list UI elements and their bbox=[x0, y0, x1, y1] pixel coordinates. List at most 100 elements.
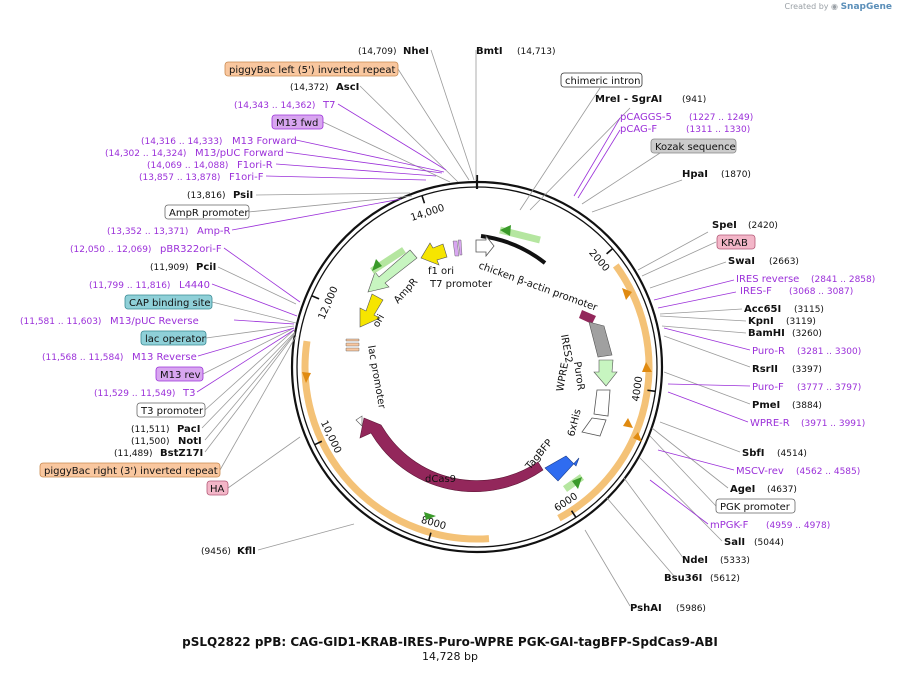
box-chimeric-intron-label: chimeric intron bbox=[565, 76, 640, 87]
feature-puror bbox=[593, 359, 618, 387]
enzyme-sali-position: (5044) bbox=[754, 538, 784, 548]
primer-t7: T7 bbox=[322, 100, 335, 111]
leader-piggybac-right bbox=[219, 335, 297, 471]
primer-m13puc-forward-position: (14,302 .. 14,324) bbox=[105, 149, 186, 159]
enzyme-noti-position: (11,500) bbox=[131, 437, 170, 447]
primer-pcaggs-5: pCAGGS-5 bbox=[620, 112, 672, 123]
leader-ndei bbox=[623, 477, 685, 560]
primer-m13-reverse: M13 Reverse bbox=[132, 352, 197, 363]
leader-bamhi bbox=[661, 325, 747, 334]
primer-pcag-f: pCAG-F bbox=[620, 124, 657, 135]
leader-mrei bbox=[529, 107, 631, 211]
leader-psii bbox=[255, 192, 411, 196]
primer-l4440: L4440 bbox=[179, 280, 210, 291]
primer-puro-f: Puro-F bbox=[752, 382, 784, 393]
primer-mpgk-f: mPGK-F bbox=[710, 520, 749, 531]
leader-primer-m13pucfwd bbox=[285, 151, 443, 174]
enzyme-rsrii-position: (3397) bbox=[792, 365, 822, 375]
green-upper-left-arrowhead-icon bbox=[372, 259, 382, 271]
box-t3-promoter-label: T3 promoter bbox=[140, 406, 204, 417]
leader-sbfi bbox=[659, 421, 741, 453]
leader-bstz17i bbox=[204, 333, 296, 453]
green-top-arrowhead-icon bbox=[500, 225, 511, 236]
leader-swai bbox=[649, 261, 727, 289]
leader-nhei bbox=[430, 49, 475, 181]
primer-pbr322ori-f: pBR322ori-F bbox=[160, 244, 222, 255]
enzyme-bamhi: BamHI bbox=[748, 328, 785, 339]
leader-pshai bbox=[584, 529, 631, 607]
primer-t7-position: (14,343 .. 14,362) bbox=[234, 101, 315, 111]
leader-primer-f1orif bbox=[265, 175, 427, 181]
leader-primer-pbr322 bbox=[223, 247, 301, 303]
primer-puro-r-position: (3281 .. 3300) bbox=[797, 347, 861, 357]
primer-wpre-r-position: (3971 .. 3991) bbox=[801, 419, 865, 429]
leader-primer-ampr bbox=[231, 198, 402, 231]
box-piggybac-left-label: piggyBac left (5') inverted repeat bbox=[229, 65, 395, 76]
leader-paci bbox=[201, 331, 296, 429]
leader-primer-mpgkf bbox=[649, 479, 709, 525]
enzyme-bmti: BmtI bbox=[476, 46, 503, 57]
enzyme-mrei-sgrai: MreI - SgrAI bbox=[595, 94, 662, 105]
brand-name: SnapGene bbox=[840, 2, 892, 12]
leader-ha bbox=[227, 436, 301, 489]
primer-pbr322ori-f-position: (12,050 .. 12,069) bbox=[70, 245, 151, 255]
tick-mark bbox=[570, 510, 577, 518]
primer-puro-r: Puro-R bbox=[752, 346, 785, 357]
feature-6xhis bbox=[581, 417, 607, 437]
feature-krab-marker bbox=[579, 310, 596, 324]
primer-leader-lines bbox=[196, 103, 751, 525]
green-bottom-arrowhead-icon bbox=[572, 477, 582, 489]
leader-cap bbox=[211, 301, 297, 324]
enzyme-rsrii: RsrII bbox=[752, 364, 778, 375]
leader-rsrii bbox=[663, 335, 751, 368]
enzyme-bamhi-position: (3260) bbox=[792, 329, 822, 339]
box-piggybac-left bbox=[224, 61, 399, 77]
leader-primer-iresrev bbox=[653, 279, 735, 301]
enzyme-pmei-position: (3884) bbox=[792, 401, 822, 411]
tick-label: 12,000 bbox=[317, 285, 341, 321]
snapgene-branding: Created by ◉ SnapGene bbox=[784, 2, 892, 12]
leader-ampr-prom bbox=[247, 195, 413, 213]
enzyme-noti: NotI bbox=[178, 436, 202, 447]
box-pgk-promoter-label: PGK promoter bbox=[720, 502, 791, 513]
label-t7-promoter: T7 promoter bbox=[429, 279, 493, 290]
leader-primer-m13rev bbox=[197, 327, 295, 357]
enzyme-kpni: KpnI bbox=[748, 316, 774, 327]
primer-amp-r-position: (13,352 .. 13,371) bbox=[107, 227, 188, 237]
tick-mark bbox=[421, 195, 426, 204]
orange-band-left bbox=[301, 340, 490, 543]
leader-primer-m13pucrev bbox=[233, 319, 295, 325]
leader-primer-mscvrev bbox=[657, 449, 735, 471]
label-6xhis: 6xHis bbox=[566, 408, 583, 438]
box-krab-label: KRAB bbox=[721, 238, 748, 249]
leader-hpai bbox=[591, 179, 683, 213]
enzyme-psii: PsiI bbox=[233, 190, 253, 201]
primer-wpre-r: WPRE-R bbox=[750, 418, 790, 429]
band-arrows bbox=[302, 288, 652, 520]
enzyme-sbfi-position: (4514) bbox=[777, 449, 807, 459]
leader-primer-iresf bbox=[657, 291, 737, 309]
label-puror: PuroR bbox=[571, 361, 586, 391]
leader-m13fwd bbox=[322, 121, 451, 183]
primer-f1ori-r: F1ori-R bbox=[237, 160, 273, 171]
leader-pcii bbox=[217, 266, 297, 305]
primer-ires-f-position: (3068 .. 3087) bbox=[789, 287, 853, 297]
leader-primer-wprer bbox=[667, 391, 749, 423]
enzyme-asci: AscI bbox=[336, 82, 359, 93]
feature-arcs bbox=[301, 263, 653, 543]
enzyme-spei: SpeI bbox=[712, 220, 737, 231]
leader-t3prom bbox=[204, 329, 295, 411]
primer-m13puc-forward: M13/pUC Forward bbox=[195, 148, 284, 159]
primer-f1ori-r-position: (14,069 .. 14,088) bbox=[147, 161, 228, 171]
enzyme-asci-position: (14,372) bbox=[290, 83, 329, 93]
leader-piggybac-left bbox=[397, 68, 470, 181]
enzyme-nhei-position: (14,709) bbox=[358, 47, 397, 57]
box-pgk-promoter bbox=[715, 498, 796, 514]
leader-asci bbox=[359, 85, 459, 183]
enzyme-agei-position: (4637) bbox=[767, 485, 797, 495]
box-m13rev bbox=[155, 366, 204, 382]
box-t3-promoter bbox=[136, 402, 206, 418]
feature-lac-promoter-markers bbox=[345, 338, 360, 352]
tick-label: 14,000 bbox=[409, 203, 446, 224]
enzyme-kpni-position: (3119) bbox=[786, 317, 816, 327]
